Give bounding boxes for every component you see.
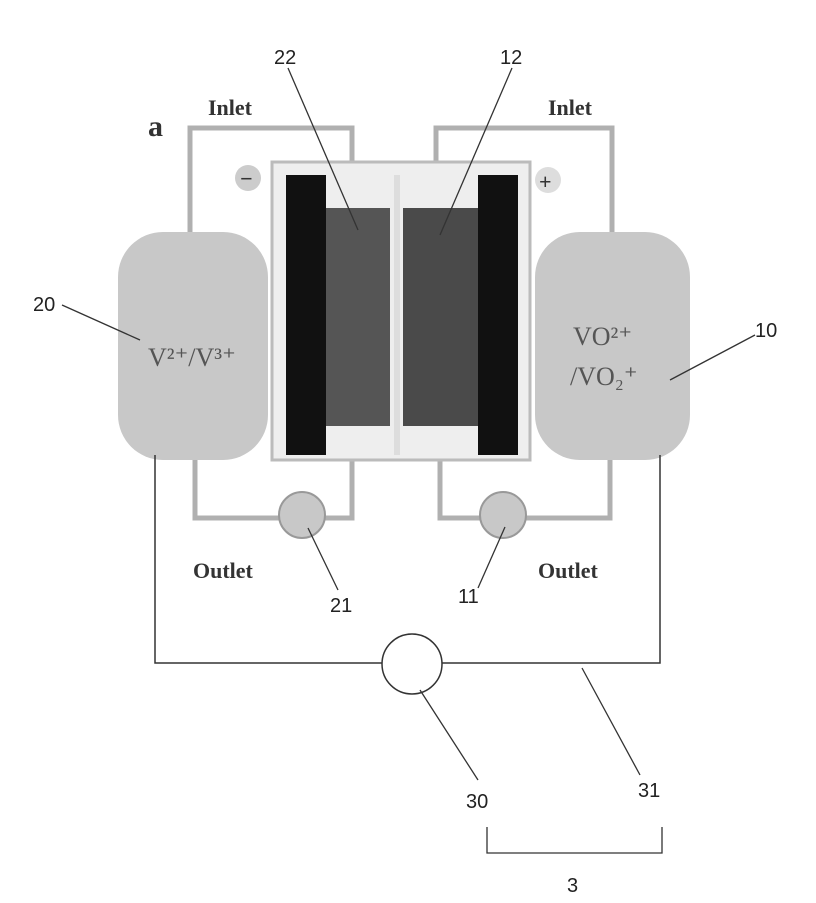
ref-31: 31 <box>638 780 660 802</box>
ref-12: 12 <box>500 47 522 69</box>
electrode-negative <box>286 175 326 455</box>
tank-right-label-2: /VO₂⁺ <box>570 362 638 391</box>
negative-sign: − <box>240 166 253 191</box>
panel-letter: a <box>148 110 163 143</box>
tank-left-label: V²⁺/V³⁺ <box>148 343 236 372</box>
electrode-positive <box>478 175 518 455</box>
outlet-label-left: Outlet <box>193 558 254 583</box>
outlet-pipe-left <box>195 455 280 518</box>
outlet-label-right: Outlet <box>538 558 599 583</box>
ref-21: 21 <box>330 595 352 617</box>
inlet-label-left: Inlet <box>208 95 253 120</box>
felt-negative-22 <box>326 208 390 426</box>
ref-22: 22 <box>274 47 296 69</box>
ref-30: 30 <box>466 791 488 813</box>
outlet-pipe-right <box>525 455 610 518</box>
ref-10: 10 <box>755 320 777 342</box>
outlet-pipe-right-b <box>440 455 480 518</box>
tank-right-label-1: VO²⁺ <box>573 322 632 351</box>
outlet-pipe-left-b <box>325 455 352 518</box>
inlet-label-right: Inlet <box>548 95 593 120</box>
positive-sign: + <box>539 169 552 194</box>
felt-positive-12 <box>403 208 478 426</box>
ref-3: 3 <box>567 875 578 897</box>
ref-20: 20 <box>33 294 55 316</box>
load-30 <box>382 634 442 694</box>
pump-21 <box>279 492 325 538</box>
ref-11: 11 <box>458 586 479 608</box>
membrane <box>394 175 400 455</box>
